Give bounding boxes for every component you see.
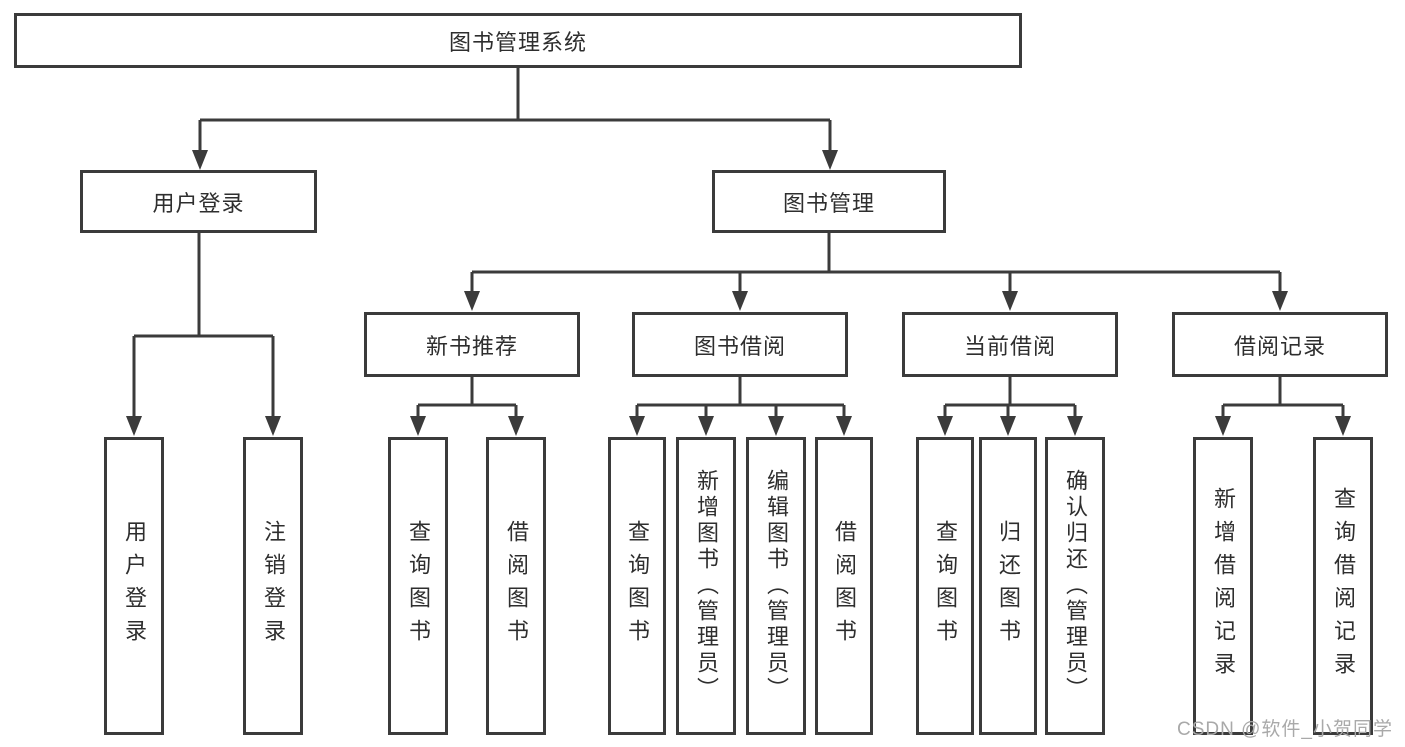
leaf-query-books-borrow-label: 查询图书: [625, 520, 650, 652]
leaf-add-books-admin-label: 新增图书（管理员）: [694, 469, 719, 703]
book-borrow-node: 图书借阅: [632, 312, 848, 377]
arrowhead: [836, 416, 852, 436]
borrow-records-label: 借阅记录: [1233, 333, 1326, 359]
leaf-query-books-recommend: 查询图书: [388, 437, 448, 735]
leaf-user-login-label: 用户登录: [122, 520, 147, 652]
arrowhead: [508, 416, 524, 436]
leaf-borrow-books-recommend: 借阅图书: [486, 437, 546, 735]
connector-current-borrow: [943, 377, 1077, 416]
leaf-user-login: 用户登录: [104, 437, 164, 735]
root-node: 图书管理系统: [14, 13, 1022, 68]
book-management-node: 图书管理: [712, 170, 946, 233]
connector-user-login: [132, 233, 275, 416]
leaf-borrow-books: 借阅图书: [815, 437, 873, 735]
arrowhead: [698, 416, 714, 436]
arrowhead: [822, 150, 838, 170]
leaf-return-books: 归还图书: [979, 437, 1037, 735]
arrowhead: [265, 416, 281, 436]
leaf-confirm-return-admin-label: 确认归还（管理员）: [1063, 469, 1088, 703]
leaf-borrow-books-recommend-label: 借阅图书: [504, 520, 529, 652]
leaf-edit-books-admin-label: 编辑图书（管理员）: [764, 469, 789, 703]
current-borrow-node: 当前借阅: [902, 312, 1118, 377]
new-book-recommend-node: 新书推荐: [364, 312, 580, 377]
leaf-return-books-label: 归还图书: [996, 520, 1021, 652]
arrowhead: [1002, 291, 1018, 311]
new-book-recommend-label: 新书推荐: [425, 333, 518, 359]
arrowhead: [937, 416, 953, 436]
watermark: CSDN @软件_小贺同学: [1177, 719, 1393, 740]
leaf-logout: 注销登录: [243, 437, 303, 735]
leaf-borrow-books-label: 借阅图书: [832, 520, 857, 652]
arrowhead: [629, 416, 645, 436]
arrowhead: [1272, 291, 1288, 311]
leaf-query-borrow-record: 查询借阅记录: [1313, 437, 1373, 735]
arrowhead: [192, 150, 208, 170]
arrowhead: [1000, 416, 1016, 436]
connector-borrow-records: [1221, 377, 1345, 416]
leaf-query-books-recommend-label: 查询图书: [406, 520, 431, 652]
current-borrow-label: 当前借阅: [963, 333, 1056, 359]
connector-new-book: [416, 377, 518, 416]
root-node-label: 图书管理系统: [448, 29, 587, 55]
leaf-confirm-return-admin: 确认归还（管理员）: [1045, 437, 1105, 735]
arrowhead: [464, 291, 480, 311]
book-management-label: 图书管理: [782, 190, 875, 216]
arrowhead: [1215, 416, 1231, 436]
book-borrow-label: 图书借阅: [693, 333, 786, 359]
leaf-logout-label: 注销登录: [261, 520, 286, 652]
arrowhead: [768, 416, 784, 436]
borrow-records-node: 借阅记录: [1172, 312, 1388, 377]
leaf-edit-books-admin: 编辑图书（管理员）: [746, 437, 806, 735]
leaf-query-books-current-label: 查询图书: [933, 520, 958, 652]
leaf-add-borrow-record: 新增借阅记录: [1193, 437, 1253, 735]
leaf-add-books-admin: 新增图书（管理员）: [676, 437, 736, 735]
arrowhead: [1335, 416, 1351, 436]
arrowhead: [1067, 416, 1083, 436]
connector-root: [198, 68, 832, 151]
user-login-label: 用户登录: [152, 190, 245, 216]
arrowhead: [410, 416, 426, 436]
leaf-query-borrow-record-label: 查询借阅记录: [1331, 487, 1356, 685]
arrowhead: [732, 291, 748, 311]
user-login-node: 用户登录: [80, 170, 317, 233]
leaf-query-books-current: 查询图书: [916, 437, 974, 735]
leaf-query-books-borrow: 查询图书: [608, 437, 666, 735]
arrowhead: [126, 416, 142, 436]
connector-book-management: [470, 233, 1282, 292]
connector-book-borrow: [635, 377, 846, 416]
leaf-add-borrow-record-label: 新增借阅记录: [1211, 487, 1236, 685]
